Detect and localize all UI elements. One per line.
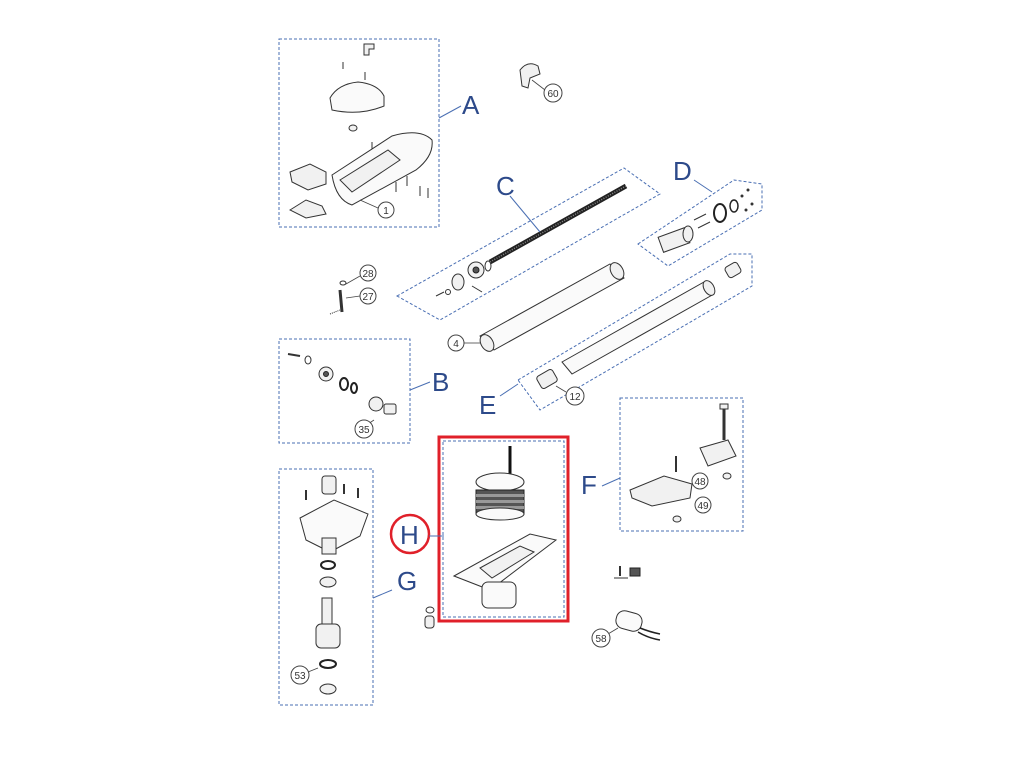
key-part: [363, 43, 375, 56]
group-e[interactable]: 12 E: [479, 253, 753, 420]
group-f-label: F: [581, 470, 597, 500]
part-12-fitting: [536, 369, 558, 389]
g-top-fitting: [321, 475, 337, 495]
callout-27: 27: [362, 292, 374, 303]
capacitor-body: [615, 610, 643, 632]
bracket-upper: [289, 163, 327, 191]
callout-60: 60: [547, 89, 559, 100]
group-e-box: [517, 253, 753, 411]
ring-c: [484, 260, 492, 272]
loose-parts: [424, 566, 641, 629]
part-35-bushing: [383, 403, 397, 415]
seal-d: [713, 203, 727, 223]
parts-27-28[interactable]: 28 27: [329, 264, 377, 315]
gear-b2: [368, 396, 384, 412]
motor-top: [475, 472, 525, 492]
group-f-box: [619, 397, 744, 532]
callout-12: 12: [569, 392, 581, 403]
group-h-circle: [389, 513, 431, 555]
part-58-capacitor[interactable]: 58: [591, 609, 661, 648]
group-c[interactable]: C: [395, 167, 661, 321]
group-d[interactable]: D: [637, 156, 763, 267]
end-fitting: [724, 261, 742, 279]
callout-1-circle: [377, 201, 395, 219]
group-d-box: [637, 179, 763, 267]
group-b-box: [278, 338, 411, 444]
g-shaft: [321, 597, 333, 625]
group-h-label: H: [400, 520, 419, 550]
group-h-box: [442, 440, 565, 618]
part-60[interactable]: 60: [519, 63, 563, 103]
part-60-shape: [519, 63, 541, 89]
group-f[interactable]: 48 49 F: [581, 397, 744, 532]
cover-screw: [348, 124, 358, 132]
bracket-f-lower: [629, 475, 693, 507]
gear-c-small: [451, 273, 465, 291]
housing-opening: [339, 149, 401, 193]
g-drum: [315, 623, 341, 649]
bracket-f-upper: [699, 439, 737, 467]
callout-53: 53: [294, 671, 306, 682]
part-4-tube[interactable]: 4: [447, 260, 627, 354]
callout-28: 28: [362, 269, 374, 280]
motor-base-cylinder: [481, 581, 517, 609]
group-d-label: D: [673, 156, 692, 186]
group-h-highlight-box: [437, 435, 570, 623]
callout-35: 35: [358, 425, 370, 436]
group-a[interactable]: 1 A: [278, 38, 480, 228]
group-g-box: [278, 468, 374, 706]
group-c-box: [395, 167, 661, 321]
callout-1: 1: [383, 206, 389, 217]
group-b-label: B: [432, 367, 449, 397]
callout-48: 48: [694, 477, 706, 488]
callout-49: 49: [697, 501, 709, 512]
group-h[interactable]: H: [389, 435, 570, 623]
callout-4: 4: [453, 339, 459, 350]
group-a-box: [278, 38, 440, 228]
g-housing: [299, 499, 369, 553]
group-g-label: G: [397, 566, 417, 596]
group-a-label: A: [462, 90, 480, 120]
outer-tube: [479, 263, 625, 351]
group-c-label: C: [496, 171, 515, 201]
screws-a-side: [395, 176, 429, 198]
top-cover: [329, 81, 385, 113]
g-bearing: [319, 576, 337, 588]
bracket-lower: [288, 199, 327, 219]
group-g[interactable]: 53 G: [278, 468, 417, 706]
group-e-label: E: [479, 390, 496, 420]
group-b[interactable]: 35 B: [278, 338, 449, 444]
callout-58: 58: [595, 634, 607, 645]
callout-60-circle: [543, 83, 563, 103]
